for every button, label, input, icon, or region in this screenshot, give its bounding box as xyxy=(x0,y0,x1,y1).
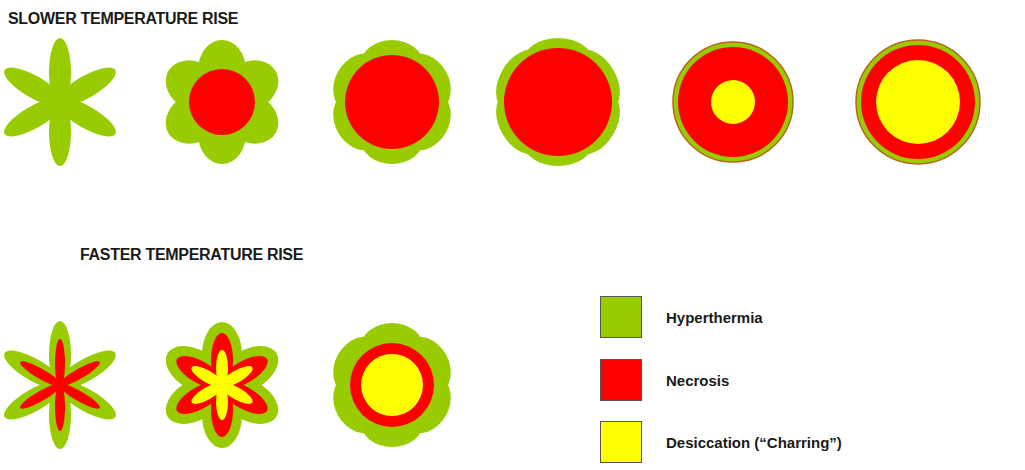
tissue-figure xyxy=(156,40,287,164)
tissue-figure xyxy=(0,38,121,166)
zone-circle xyxy=(361,354,423,416)
legend-swatch xyxy=(600,359,642,401)
tissue-figure xyxy=(0,321,121,449)
zone-circle xyxy=(678,47,788,157)
zone-circle xyxy=(350,343,434,427)
zone-circle xyxy=(861,45,975,159)
zone-circle xyxy=(711,80,755,124)
row-heading: FASTER TEMPERATURE RISE xyxy=(80,246,303,264)
tissue-figure xyxy=(856,40,980,164)
tissue-figure xyxy=(322,40,461,164)
tissue-figure xyxy=(157,322,286,448)
petal xyxy=(189,362,226,390)
legend-swatch xyxy=(600,421,642,463)
petal xyxy=(0,60,69,113)
legend-text: Desiccation (“Charring”) xyxy=(666,434,842,451)
legend-swatch xyxy=(600,296,642,338)
zone-circle xyxy=(189,69,255,135)
legend-text: Necrosis xyxy=(666,372,729,389)
zone-circle xyxy=(673,42,793,162)
tissue-figure xyxy=(486,38,631,166)
row-heading: SLOWER TEMPERATURE RISE xyxy=(8,10,238,28)
petal xyxy=(18,358,65,391)
zone-circle xyxy=(876,60,960,144)
tissue-figure xyxy=(322,323,461,447)
zone-circle xyxy=(856,40,980,164)
zone-circle xyxy=(345,55,439,149)
legend-text: Hyperthermia xyxy=(666,309,763,326)
zone-circle xyxy=(504,48,612,156)
tissue-figure xyxy=(673,42,793,162)
